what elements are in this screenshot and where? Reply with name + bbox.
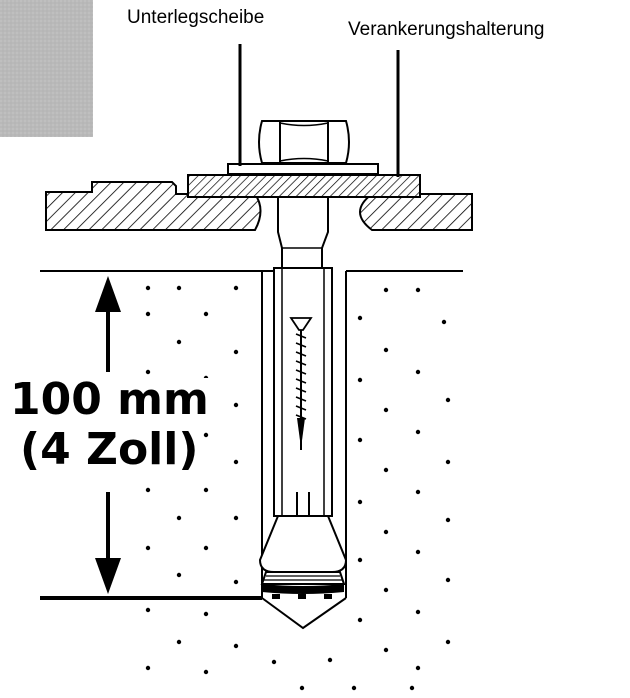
washer-label: Unterlegscheibe: [127, 7, 265, 28]
depth-metric-label: 100 mm: [8, 374, 211, 425]
bolt-shank: [277, 196, 329, 269]
concrete-block: [40, 270, 463, 600]
anchor-bracket: [187, 174, 421, 198]
depth-dimension-arrows: [95, 276, 121, 594]
bracket-label: Verankerungshalterung: [348, 19, 545, 40]
washer: [227, 163, 379, 175]
hex-nut: [258, 120, 350, 164]
threaded-rod: [289, 317, 313, 450]
expansion-cone: [258, 515, 348, 630]
concrete-aggregate-dots: [145, 285, 451, 691]
photo-fragment: [0, 0, 93, 137]
expansion-sleeve: [273, 267, 333, 520]
depth-imperial-label: (4 Zoll): [18, 424, 201, 475]
